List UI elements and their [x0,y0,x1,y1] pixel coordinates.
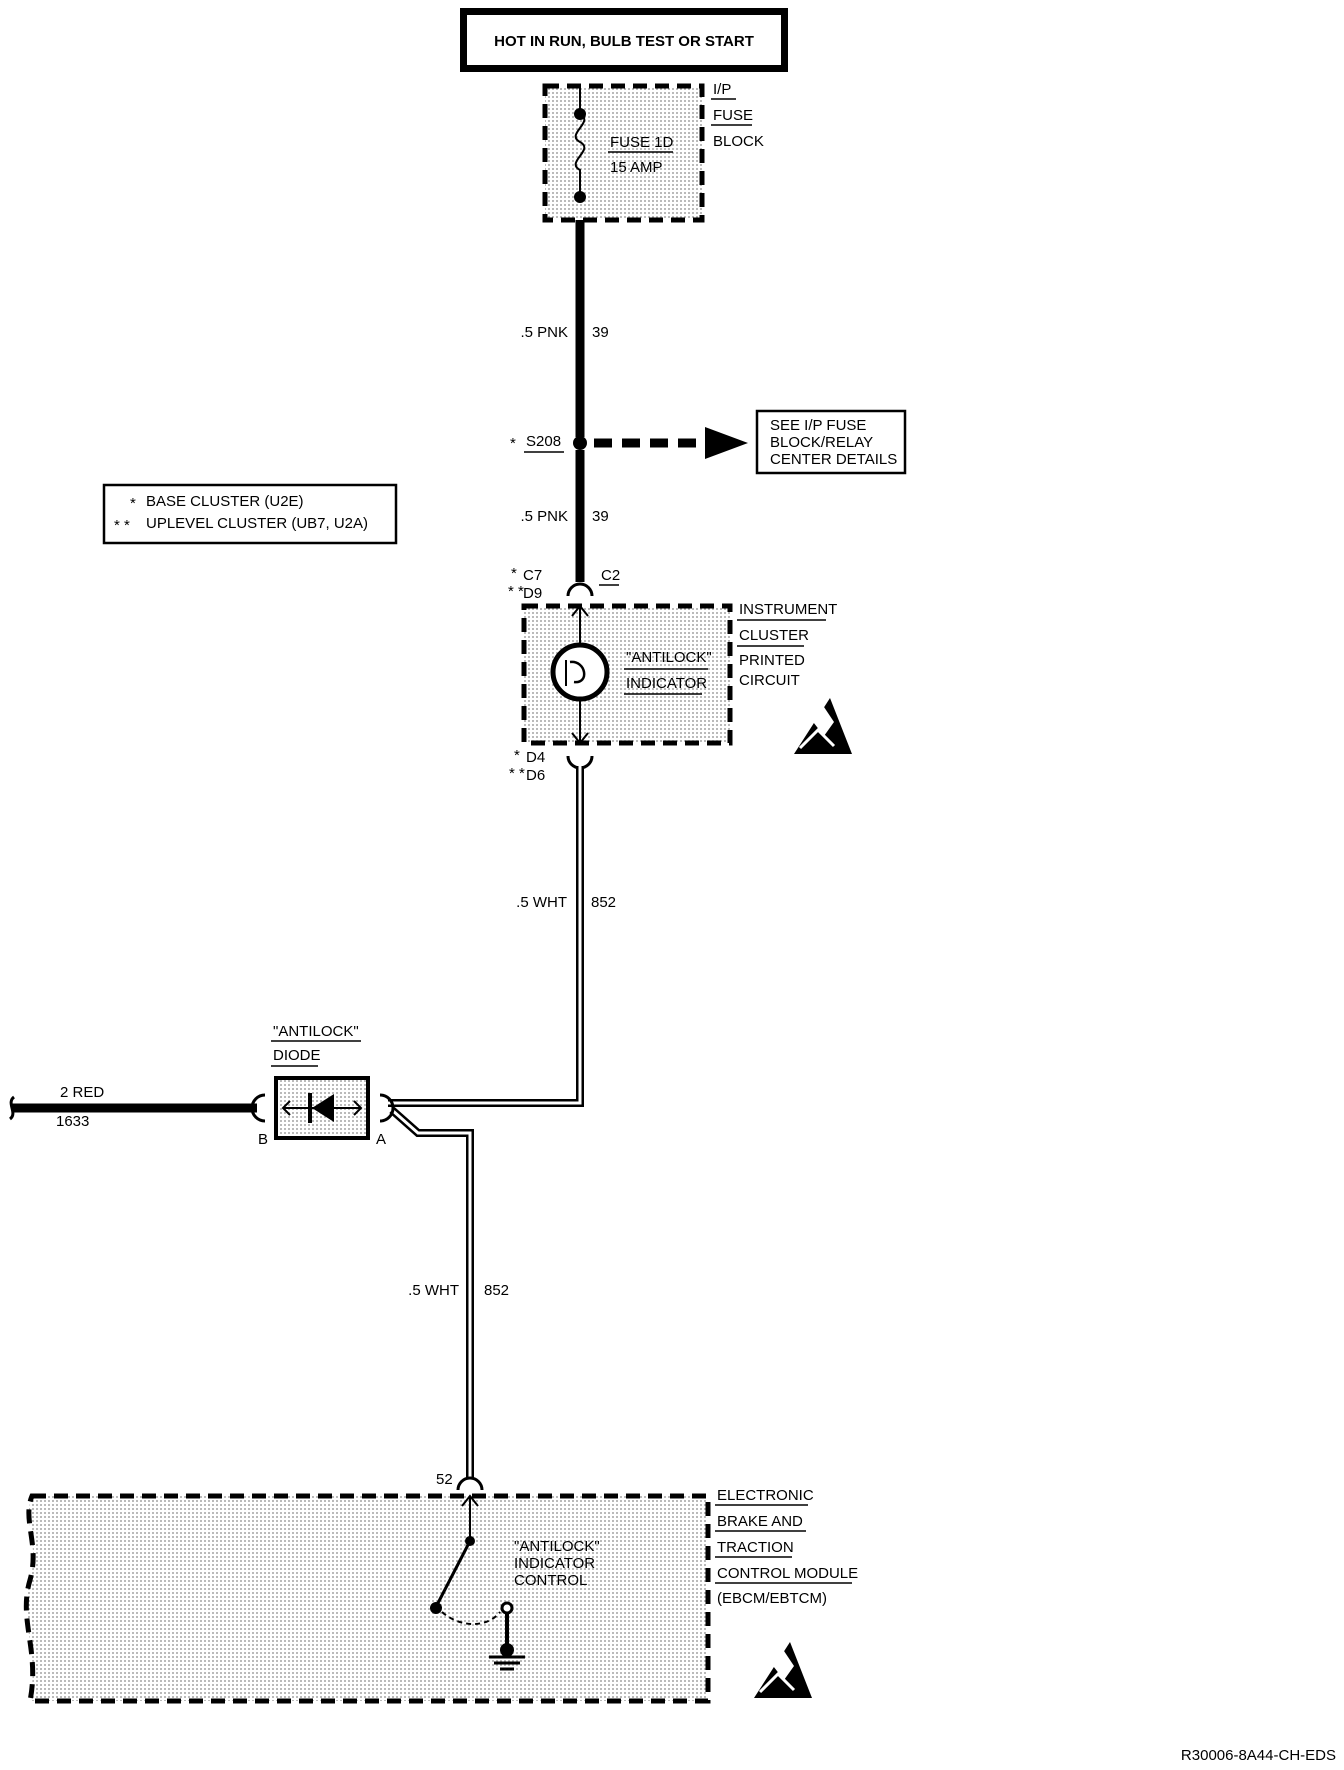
cluster-bottom-connector: * D4 * * D6 [509,747,594,784]
ground-icon [489,1655,525,1671]
fuse-block-name-3: BLOCK [713,133,764,150]
module-name-3: TRACTION [717,1539,794,1556]
see-details-box: SEE I/P FUSE BLOCK/RELAY CENTER DETAILS [755,409,907,475]
see-details-line-3: CENTER DETAILS [770,451,897,468]
control-label-1: "ANTILOCK" [514,1538,600,1555]
cluster-name-3: PRINTED [739,652,805,669]
module-name-1: ELECTRONIC [717,1487,814,1504]
legend-marker-2: * * [114,517,130,534]
legend-box: * BASE CLUSTER (U2E) * * UPLEVEL CLUSTER… [102,483,398,545]
splice-s208: * S208 [510,427,748,459]
cluster-name: INSTRUMENT CLUSTER PRINTED CIRCUIT [737,601,837,689]
see-details-line-2: BLOCK/RELAY [770,434,873,451]
pin-d9-marker: * * [508,583,524,600]
power-source-label: HOT IN RUN, BULB TEST OR START [494,33,754,50]
control-label-2: INDICATOR [514,1555,595,1572]
wire-1-gauge-color: .5 PNK [520,324,568,341]
arrow-right-icon [705,427,748,459]
esd-warning-icon-module [754,1642,812,1698]
instrument-cluster-box: "ANTILOCK" INDICATOR [521,603,733,746]
wire-5-circuit: 1633 [56,1113,89,1130]
pin-d6: D6 [526,767,545,784]
diode-pin-b: B [258,1131,268,1148]
indicator-lamp-icon [550,642,610,702]
wire-2-gauge-color: .5 PNK [520,508,568,525]
module-connector: 52 [436,1471,484,1491]
module-name-5: (EBCM/EBTCM) [717,1590,827,1607]
fuse-element-icon [574,113,586,197]
diode-name-2: DIODE [273,1047,321,1064]
wire-wht-852-upper [388,766,584,1107]
fuse-rating: 15 AMP [610,159,663,176]
cluster-name-4: CIRCUIT [739,672,800,689]
wire-4-circuit: 852 [484,1282,509,1299]
pin-c7: C7 [523,567,542,584]
cluster-name-2: CLUSTER [739,627,809,644]
wire-1-circuit: 39 [592,324,609,341]
power-source-box: HOT IN RUN, BULB TEST OR START [460,8,788,72]
diode-symbol-icon [312,1094,334,1122]
diode-pin-a: A [376,1131,386,1148]
module-name-2: BRAKE AND [717,1513,803,1530]
control-label-3: CONTROL [514,1572,587,1589]
wire-3-gauge-color: .5 WHT [516,894,567,911]
legend-text-1: BASE CLUSTER (U2E) [146,493,304,510]
diagram-code: R30006-8A44-CH-EDS [1181,1747,1336,1764]
pin-d6-marker: * * [509,765,525,782]
pin-d9: D9 [523,585,542,602]
module-name-4: CONTROL MODULE [717,1565,858,1582]
fuse-block-name-1: I/P [713,81,731,98]
diode-name-1: "ANTILOCK" [273,1023,359,1040]
see-details-line-1: SEE I/P FUSE [770,417,866,434]
module-name: ELECTRONIC BRAKE AND TRACTION CONTROL MO… [715,1487,858,1607]
fuse-block-name-2: FUSE [713,107,753,124]
fuse-name: FUSE 1D [610,134,674,151]
fuse-terminal-bottom [574,191,586,203]
splice-name: S208 [526,433,561,450]
legend-marker-1: * [130,495,136,512]
esd-warning-icon [794,698,852,754]
wire-5-gauge-color: 2 RED [60,1084,104,1101]
legend-text-2: UPLEVEL CLUSTER (UB7, U2A) [146,515,368,532]
splice-marker: * [510,435,516,452]
antilock-diode: "ANTILOCK" DIODE B A [250,1023,395,1148]
switch-arm-icon [436,1540,472,1604]
pin-c7-marker: * [511,565,517,582]
pin-d4: D4 [526,749,545,766]
wire-2-circuit: 39 [592,508,609,525]
fuse-block: FUSE 1D 15 AMP I/P FUSE BLOCK [542,81,764,223]
wire-4-gauge-color: .5 WHT [408,1282,459,1299]
cluster-name-1: INSTRUMENT [739,601,837,618]
indicator-label-1: "ANTILOCK" [626,649,712,666]
indicator-label-2: INDICATOR [626,675,707,692]
connector-c2: C2 [601,567,620,584]
wire-3-circuit: 852 [591,894,616,911]
cluster-top-connector: * C7 * * D9 C2 [508,565,620,602]
pin-d4-marker: * [514,747,520,764]
ebcm-module-box: "ANTILOCK" INDICATOR CONTROL [23,1493,711,1704]
module-pin-52: 52 [436,1471,453,1488]
wire-break-icon [8,1095,16,1121]
